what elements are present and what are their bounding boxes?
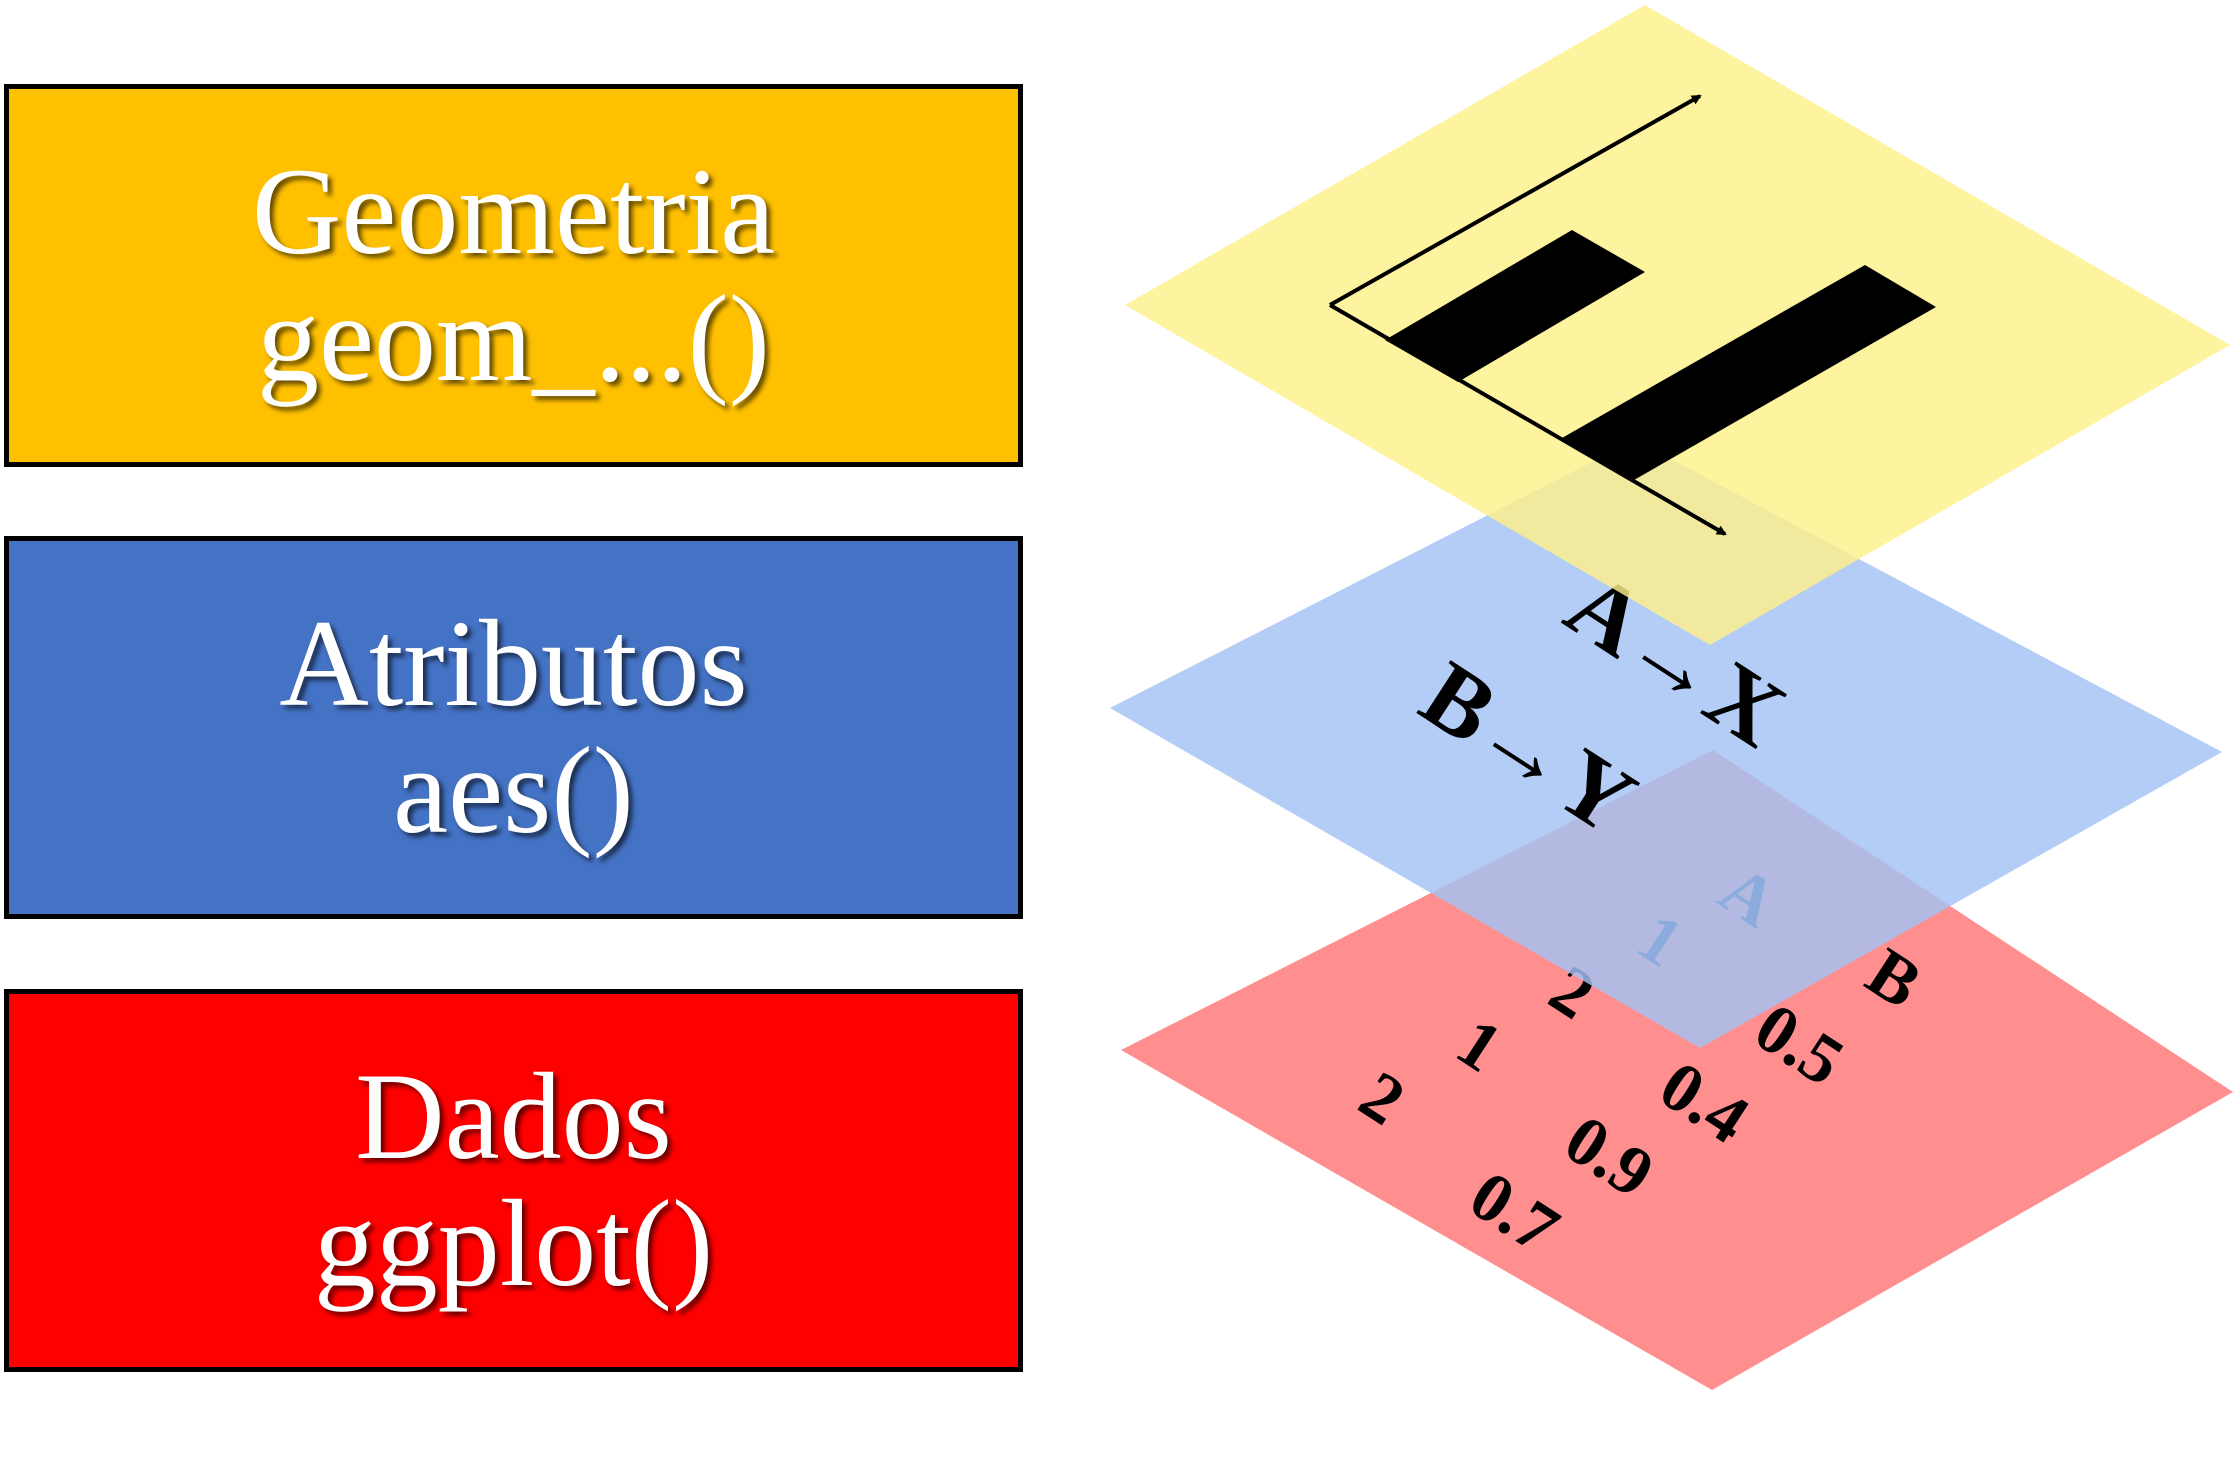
x-axis-arrow <box>1328 303 1727 536</box>
geometry-code: geom_...() <box>256 269 771 407</box>
data-title: Dados <box>355 1048 672 1186</box>
aesthetics-plane <box>1110 440 2222 1048</box>
data-layer-box: Dados ggplot() <box>4 989 1023 1372</box>
aesthetics-title: Atributos <box>279 595 748 733</box>
geometry-plane <box>1125 5 2230 645</box>
data-code: ggplot() <box>313 1174 714 1312</box>
geometry-layer-box: Geometria geom_...() <box>4 84 1023 467</box>
aesthetics-code: aes() <box>393 721 634 859</box>
aesthetics-layer-box: Atributos aes() <box>4 536 1023 919</box>
geometry-title: Geometria <box>251 143 776 281</box>
bar-b <box>1562 265 1936 480</box>
bar-a <box>1385 230 1645 382</box>
y-axis-arrow <box>1329 94 1702 307</box>
data-plane <box>1121 750 2233 1390</box>
bar-chart-sketch <box>1328 94 1936 536</box>
